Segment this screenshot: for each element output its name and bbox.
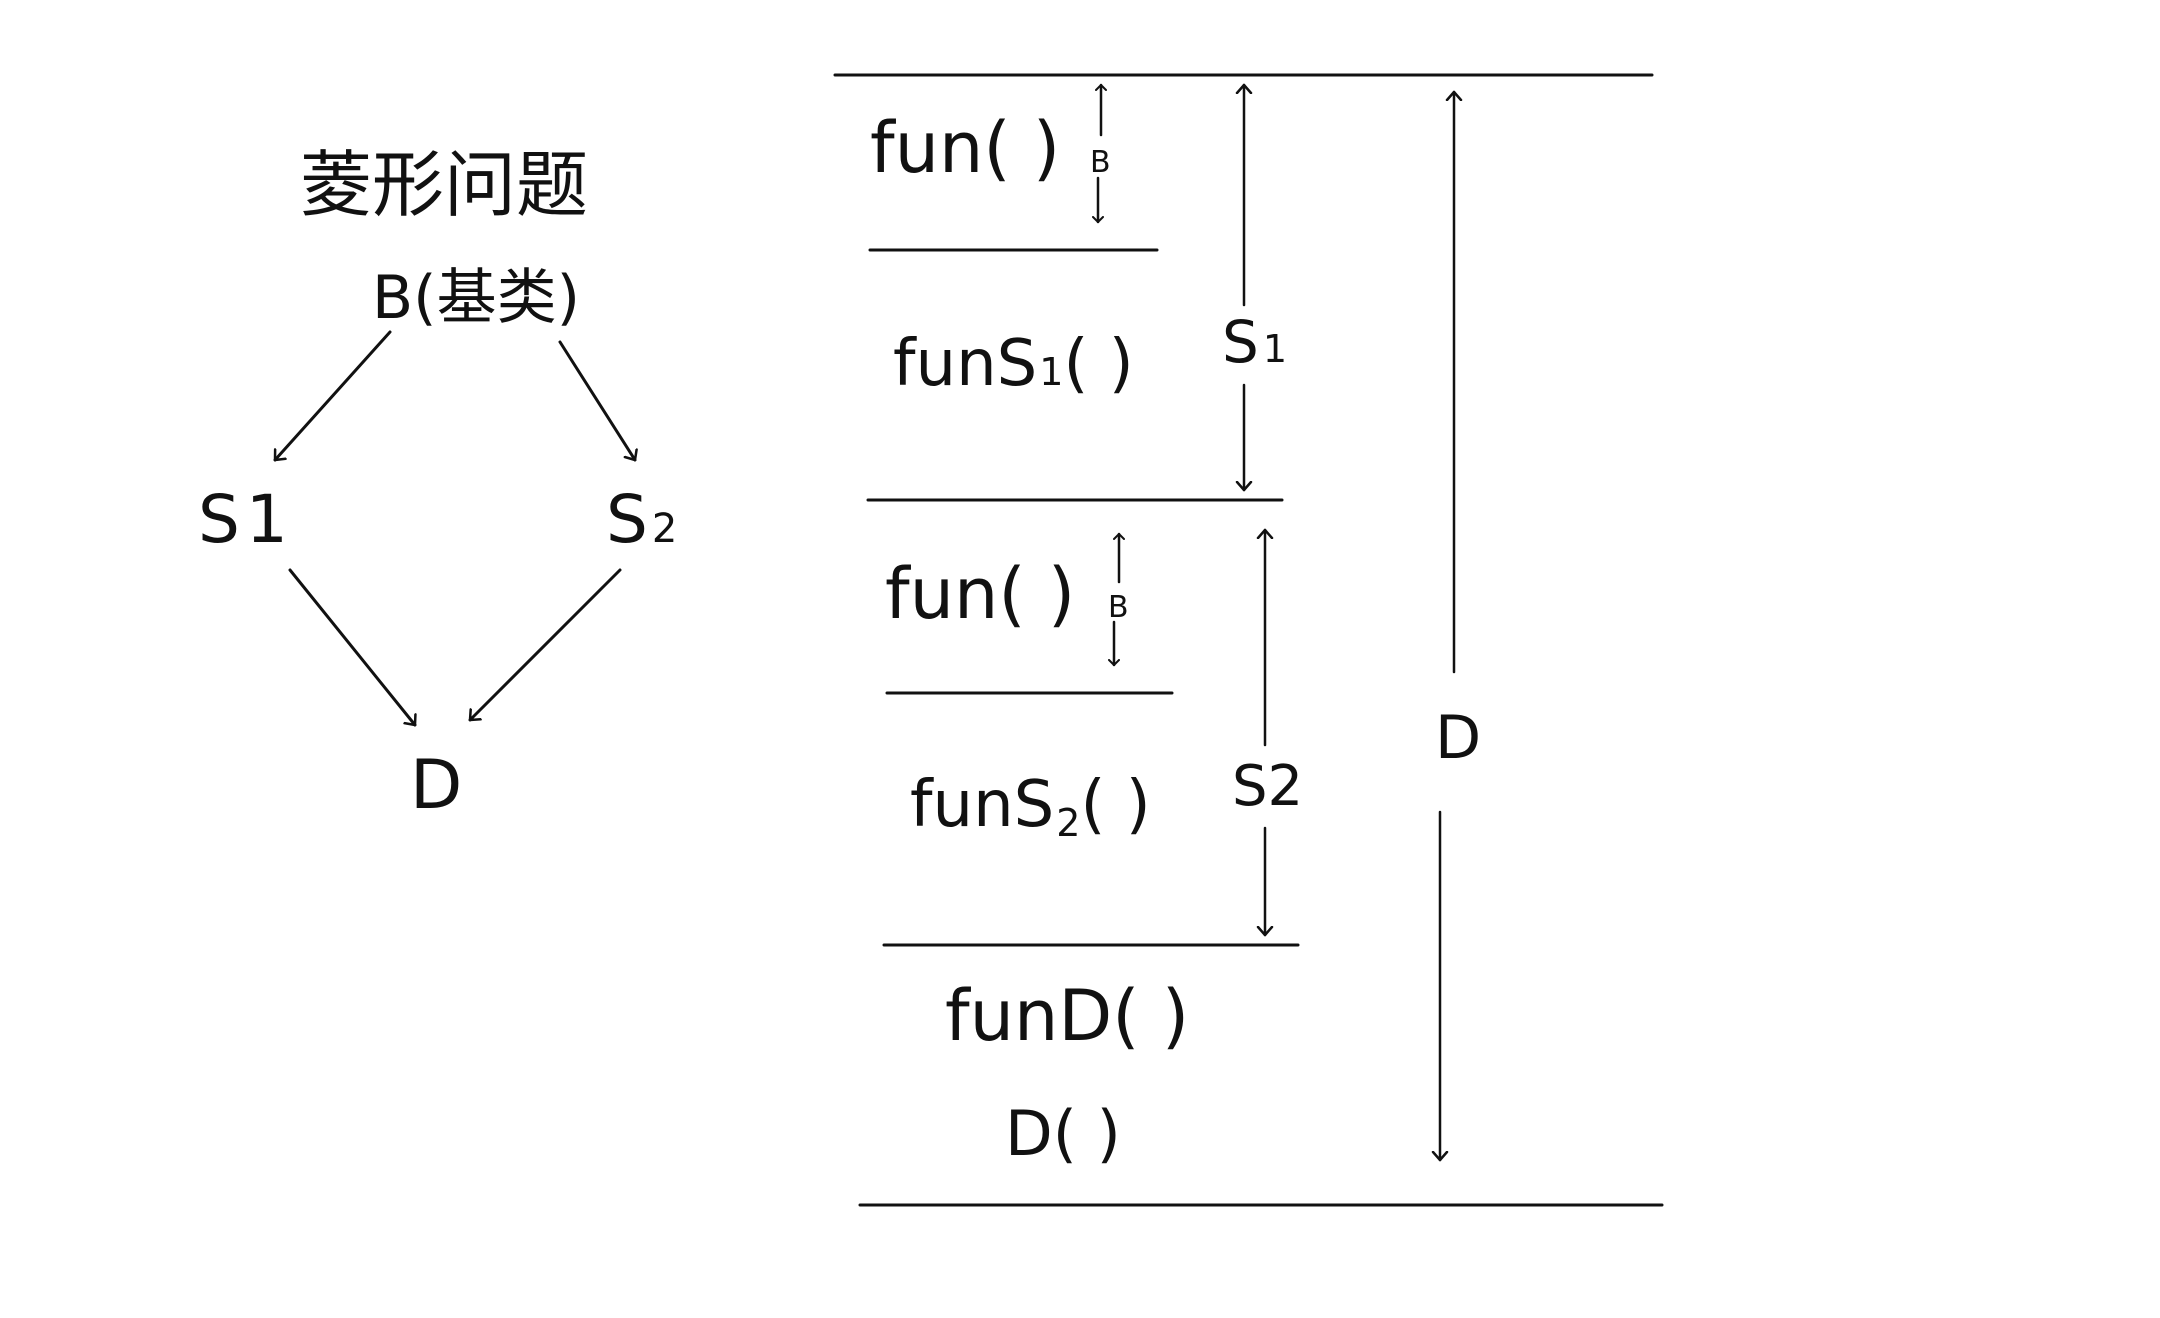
node-s1: S1 <box>198 481 288 558</box>
node-base: B(基类) <box>372 263 580 333</box>
s2-own-fun: funS2( ) <box>910 768 1151 845</box>
edge-base-s1 <box>273 330 392 462</box>
node-derived: D <box>410 746 462 825</box>
s1-own-fun: funS1( ) <box>893 327 1134 401</box>
s1-base-fun: fun( ) <box>870 107 1060 189</box>
d-constructor: D( ) <box>1005 1097 1121 1170</box>
edge-base-s2 <box>558 340 635 462</box>
edge-s1-derived <box>288 568 415 727</box>
edge-s2-derived <box>468 568 622 722</box>
diamond-title: 菱形问题 <box>300 143 588 227</box>
s2-base-b-label: B <box>1108 590 1129 625</box>
s2-base-fun: fun( ) <box>885 553 1075 635</box>
s2-span-label: S2 <box>1232 754 1303 819</box>
s1-base-b-label: B <box>1090 145 1111 180</box>
d-own-fun: funD( ) <box>945 975 1189 1057</box>
d-span-label: D <box>1435 703 1481 773</box>
